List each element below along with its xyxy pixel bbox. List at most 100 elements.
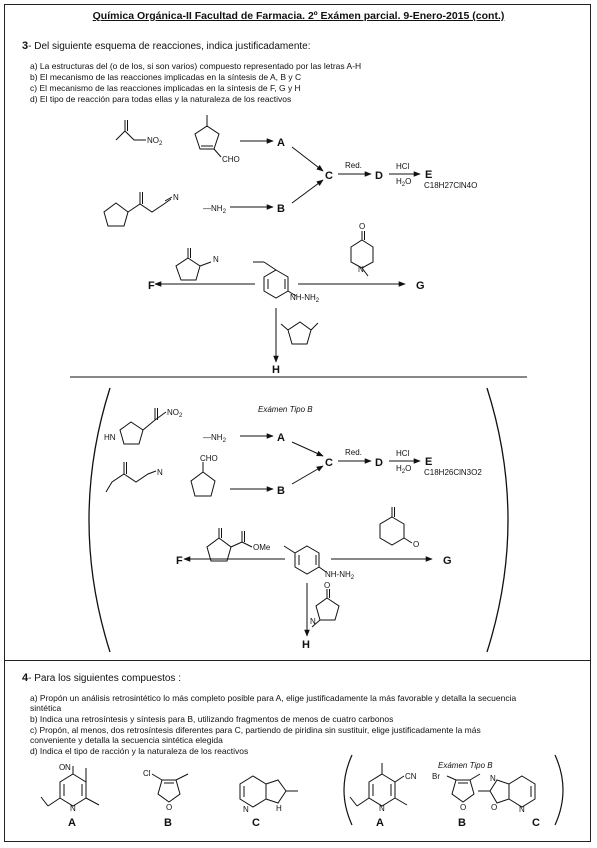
question-4-item-a-cont: sintética bbox=[30, 703, 62, 713]
reduction-label: Red. bbox=[345, 161, 362, 170]
compound-b-o: O bbox=[166, 803, 172, 812]
compound-c-ring-n: N bbox=[243, 805, 249, 814]
tipo-b-title: Exámen Tipo B bbox=[258, 405, 313, 414]
question-3-intro: 3- Del siguiente esquema de reacciones, … bbox=[22, 40, 311, 52]
compound-c-letter: C bbox=[325, 170, 333, 182]
nitro-group-label-tipo-b: NO2 bbox=[167, 408, 183, 419]
compound-c-tipo-b-ring-n: N bbox=[519, 805, 525, 814]
compound-a-letter-tipo-b: A bbox=[277, 432, 285, 444]
parenthesis-right bbox=[486, 387, 509, 653]
compound-a-ring-n: N bbox=[70, 804, 76, 813]
compound-a-tipo-b-n: N bbox=[379, 804, 385, 813]
ring-n-label: N bbox=[358, 265, 364, 274]
compound-b-caption: B bbox=[164, 817, 172, 829]
compound-d-letter: D bbox=[375, 170, 383, 182]
question-4-item-c: c) Propón, al menos, dos retrosíntesis d… bbox=[30, 725, 481, 735]
compound-c-letter-tipo-b: C bbox=[325, 457, 333, 469]
compound-b-letter: B bbox=[277, 203, 285, 215]
tolylhydrazine-structure bbox=[283, 545, 327, 575]
compound-a-structure bbox=[40, 766, 100, 807]
compound-b-tipo-b-caption: B bbox=[458, 817, 466, 829]
question-3-item-b: b) El mecanismo de las reacciones implic… bbox=[30, 72, 302, 82]
question-4-item-b: b) Indica una retrosíntesis y síntesis p… bbox=[30, 714, 394, 724]
question-3-number: 3 bbox=[22, 40, 29, 52]
hydrazine-label: NH-NH2 bbox=[290, 293, 320, 304]
compound-a-tipo-b-caption: A bbox=[376, 817, 384, 829]
hydrazine-label-tipo-b: NH-NH2 bbox=[325, 570, 355, 581]
compound-b-tipo-b-structure bbox=[446, 773, 481, 803]
compound-b-letter-tipo-b: B bbox=[277, 485, 285, 497]
formula-e: C18H27ClN4O bbox=[424, 181, 477, 190]
water-label: H2O bbox=[396, 177, 411, 188]
page-header-title: Química Orgánica-II Facultad de Farmacia… bbox=[92, 10, 505, 22]
arrow-a-to-c-tipo-b bbox=[291, 441, 324, 457]
compound-a-caption: A bbox=[68, 817, 76, 829]
compound-d-letter-tipo-b: D bbox=[375, 457, 383, 469]
methyl-oxocyclopentanecarboxylate-structure bbox=[206, 528, 253, 562]
parenthesis-right-q4 bbox=[554, 754, 564, 826]
compound-a-nitro-o: O bbox=[59, 763, 65, 772]
compound-c-nh: H bbox=[276, 804, 282, 813]
compound-h-letter-tipo-b: H bbox=[302, 639, 310, 651]
compound-c-tipo-b-caption: C bbox=[532, 817, 540, 829]
question-3-item-c: c) El mecanismo de las reacciones implic… bbox=[30, 83, 301, 93]
compound-a-letter: A bbox=[277, 137, 285, 149]
reduction-label-tipo-b: Red. bbox=[345, 448, 362, 457]
amine-reagent-label-tipo-b: —NH2 bbox=[203, 433, 227, 444]
nitrile-n-label: N bbox=[173, 193, 179, 202]
parenthesis-left bbox=[88, 387, 111, 653]
hcl-label-tipo-b: HCl bbox=[396, 449, 410, 458]
formula-e-tipo-b: C18H26ClN3O2 bbox=[424, 468, 482, 477]
arrow-b-to-c bbox=[291, 179, 324, 204]
question-4-intro: 4- Para los siguientes compuestos : bbox=[22, 672, 181, 684]
cyclopentyl-ketonitrile-structure bbox=[103, 192, 173, 227]
methylpiperidinone-structure bbox=[350, 231, 374, 277]
compound-b-structure bbox=[151, 773, 189, 803]
parenthesis-left-q4 bbox=[343, 754, 353, 826]
nitro-group-label: NO2 bbox=[147, 136, 163, 147]
compound-b-tipo-b-o: O bbox=[460, 803, 466, 812]
section-divider bbox=[4, 660, 591, 661]
question-3-intro-text: - Del siguiente esquema de reacciones, i… bbox=[28, 41, 311, 52]
cyclopentanecarbaldehyde-structure bbox=[190, 462, 216, 497]
question-4-number: 4 bbox=[22, 672, 29, 684]
compound-a-tipo-b-cn: CN bbox=[405, 772, 417, 781]
question-4-item-a: a) Propón un análisis retrosintético lo … bbox=[30, 693, 517, 703]
compound-c-tipo-b-o: O bbox=[491, 803, 497, 812]
compound-b-tipo-b-br: Br bbox=[432, 772, 440, 781]
compound-c-structure bbox=[239, 775, 298, 808]
pyrrolyl-nitroethanone-structure bbox=[119, 408, 167, 445]
compound-b-cl: Cl bbox=[143, 769, 151, 778]
ester-ome-label: OMe bbox=[253, 543, 271, 552]
arrow-a-to-c bbox=[291, 146, 324, 172]
compound-e-letter-tipo-b: E bbox=[425, 456, 432, 468]
methylpyrrole-aldehyde-structure bbox=[194, 115, 222, 158]
compound-f-letter-tipo-b: F bbox=[176, 555, 183, 567]
ring-n-label-tipo-b: N bbox=[310, 617, 316, 626]
cyanocyclopentanone-structure bbox=[175, 248, 212, 281]
pyrrole-nh-label: HN bbox=[104, 433, 116, 442]
hcl-label: HCl bbox=[396, 162, 410, 171]
compound-f-letter: F bbox=[148, 280, 155, 292]
compound-a-tipo-b-structure bbox=[349, 763, 408, 807]
compound-g-letter: G bbox=[416, 280, 425, 292]
question-4-item-c-cont: conveniente y detalla la secuencia sinté… bbox=[30, 735, 223, 745]
nitrile-n-label-f: N bbox=[213, 255, 219, 264]
methylpyrrolidinone-structure bbox=[311, 589, 340, 628]
compound-e-letter: E bbox=[425, 169, 432, 181]
compound-c-tipo-b-n-oxazole: N bbox=[490, 774, 496, 783]
question-3-item-d: d) El tipo de reacción para todas ellas … bbox=[30, 94, 292, 104]
question-4-item-d: d) Indica el tipo de racción y la natura… bbox=[30, 746, 249, 756]
pyrrolidinone-o-label: O bbox=[324, 581, 330, 590]
question-3-item-a: a) La estructuras del (o de los, si son … bbox=[30, 61, 362, 71]
oxopentanenitrile-structure bbox=[105, 462, 157, 493]
nitroacetone-structure bbox=[115, 120, 146, 141]
water-label-tipo-b: H2O bbox=[396, 464, 411, 475]
compound-h-letter: H bbox=[272, 364, 280, 376]
cyclopentanedione-structure bbox=[280, 321, 319, 345]
nitrile-n-label-tipo-b: N bbox=[157, 468, 163, 477]
compound-c-caption: C bbox=[252, 817, 260, 829]
page-border bbox=[4, 4, 591, 842]
aldehyde-label: CHO bbox=[222, 155, 240, 164]
